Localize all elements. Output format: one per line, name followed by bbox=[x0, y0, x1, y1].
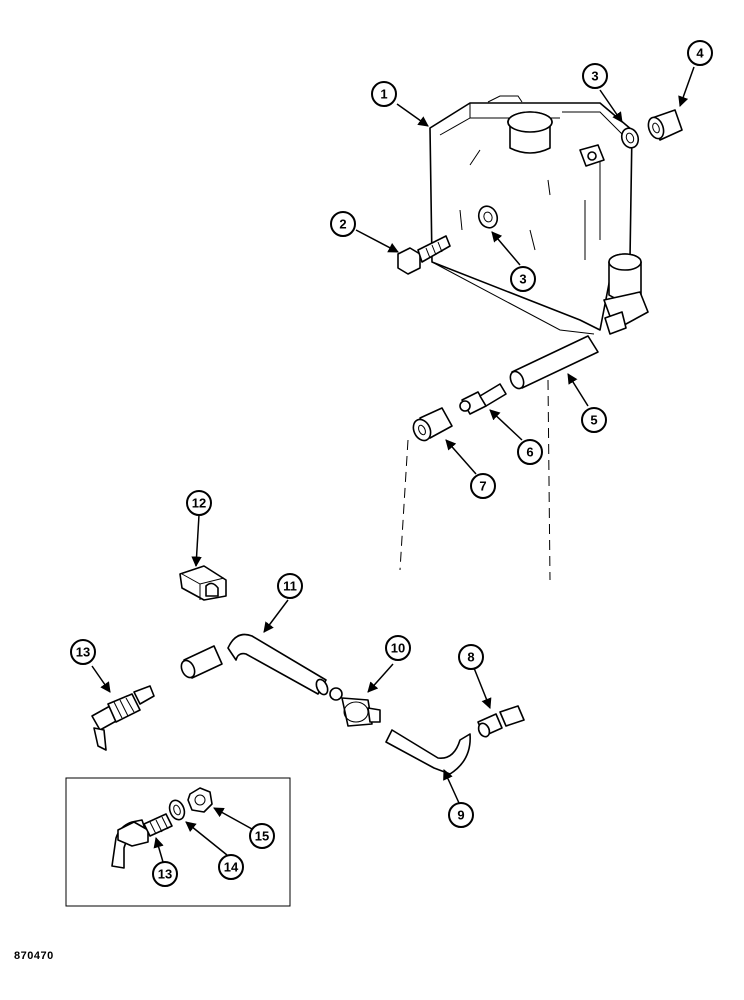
callout-label: 15 bbox=[255, 829, 269, 844]
callout-4: 4 bbox=[687, 40, 713, 66]
hose-part-5 bbox=[509, 335, 599, 390]
washer-part-3-upper bbox=[620, 127, 640, 149]
callout-label: 10 bbox=[391, 641, 405, 656]
detail-inset bbox=[65, 777, 291, 907]
washer-part-3-lower bbox=[477, 205, 499, 229]
callout-10: 10 bbox=[385, 635, 411, 661]
callout-2: 2 bbox=[330, 211, 356, 237]
callout-7: 7 bbox=[470, 473, 496, 499]
callout-13-main: 13 bbox=[70, 639, 96, 665]
callout-12: 12 bbox=[186, 490, 212, 516]
callout-3-lower: 3 bbox=[510, 266, 536, 292]
cap-nut-part-4 bbox=[647, 109, 683, 141]
callout-1: 1 bbox=[371, 81, 397, 107]
callout-15: 15 bbox=[249, 823, 275, 849]
fitting-part-6 bbox=[459, 383, 507, 415]
connector-part-7 bbox=[412, 407, 453, 442]
callout-label: 14 bbox=[224, 860, 239, 875]
callout-label: 2 bbox=[339, 217, 346, 232]
leader-lines bbox=[91, 66, 695, 863]
clip-part-12 bbox=[179, 565, 227, 601]
fitting-part-8 bbox=[477, 705, 525, 738]
callout-6: 6 bbox=[517, 439, 543, 465]
callout-3-upper: 3 bbox=[582, 63, 608, 89]
callout-label: 1 bbox=[380, 87, 387, 102]
callout-label: 6 bbox=[526, 445, 533, 460]
callout-label: 13 bbox=[158, 867, 172, 882]
callout-14: 14 bbox=[218, 854, 244, 880]
callout-9: 9 bbox=[448, 802, 474, 828]
callout-label: 3 bbox=[591, 69, 598, 84]
callout-label: 7 bbox=[479, 479, 486, 494]
hose-elbow-part-11 bbox=[180, 633, 329, 696]
callout-11: 11 bbox=[277, 573, 303, 599]
figure-id: 870470 bbox=[14, 950, 54, 962]
bolt-part-2 bbox=[397, 235, 451, 275]
callout-label: 3 bbox=[519, 272, 526, 287]
check-valve-part-10 bbox=[329, 687, 381, 727]
callout-label: 13 bbox=[76, 645, 90, 660]
callout-label: 4 bbox=[696, 46, 704, 61]
hose-part-9 bbox=[385, 729, 471, 775]
callout-label: 8 bbox=[467, 650, 474, 665]
assembly-guide-lines bbox=[399, 379, 551, 581]
callout-label: 12 bbox=[192, 496, 206, 511]
callout-label: 5 bbox=[590, 413, 597, 428]
washer-reservoir bbox=[429, 95, 649, 335]
callout-13-inset: 13 bbox=[152, 861, 178, 887]
callout-label: 11 bbox=[283, 579, 297, 594]
callout-5: 5 bbox=[581, 407, 607, 433]
callout-label: 9 bbox=[457, 808, 464, 823]
callout-8: 8 bbox=[458, 644, 484, 670]
nozzle-part-13 bbox=[91, 685, 155, 751]
